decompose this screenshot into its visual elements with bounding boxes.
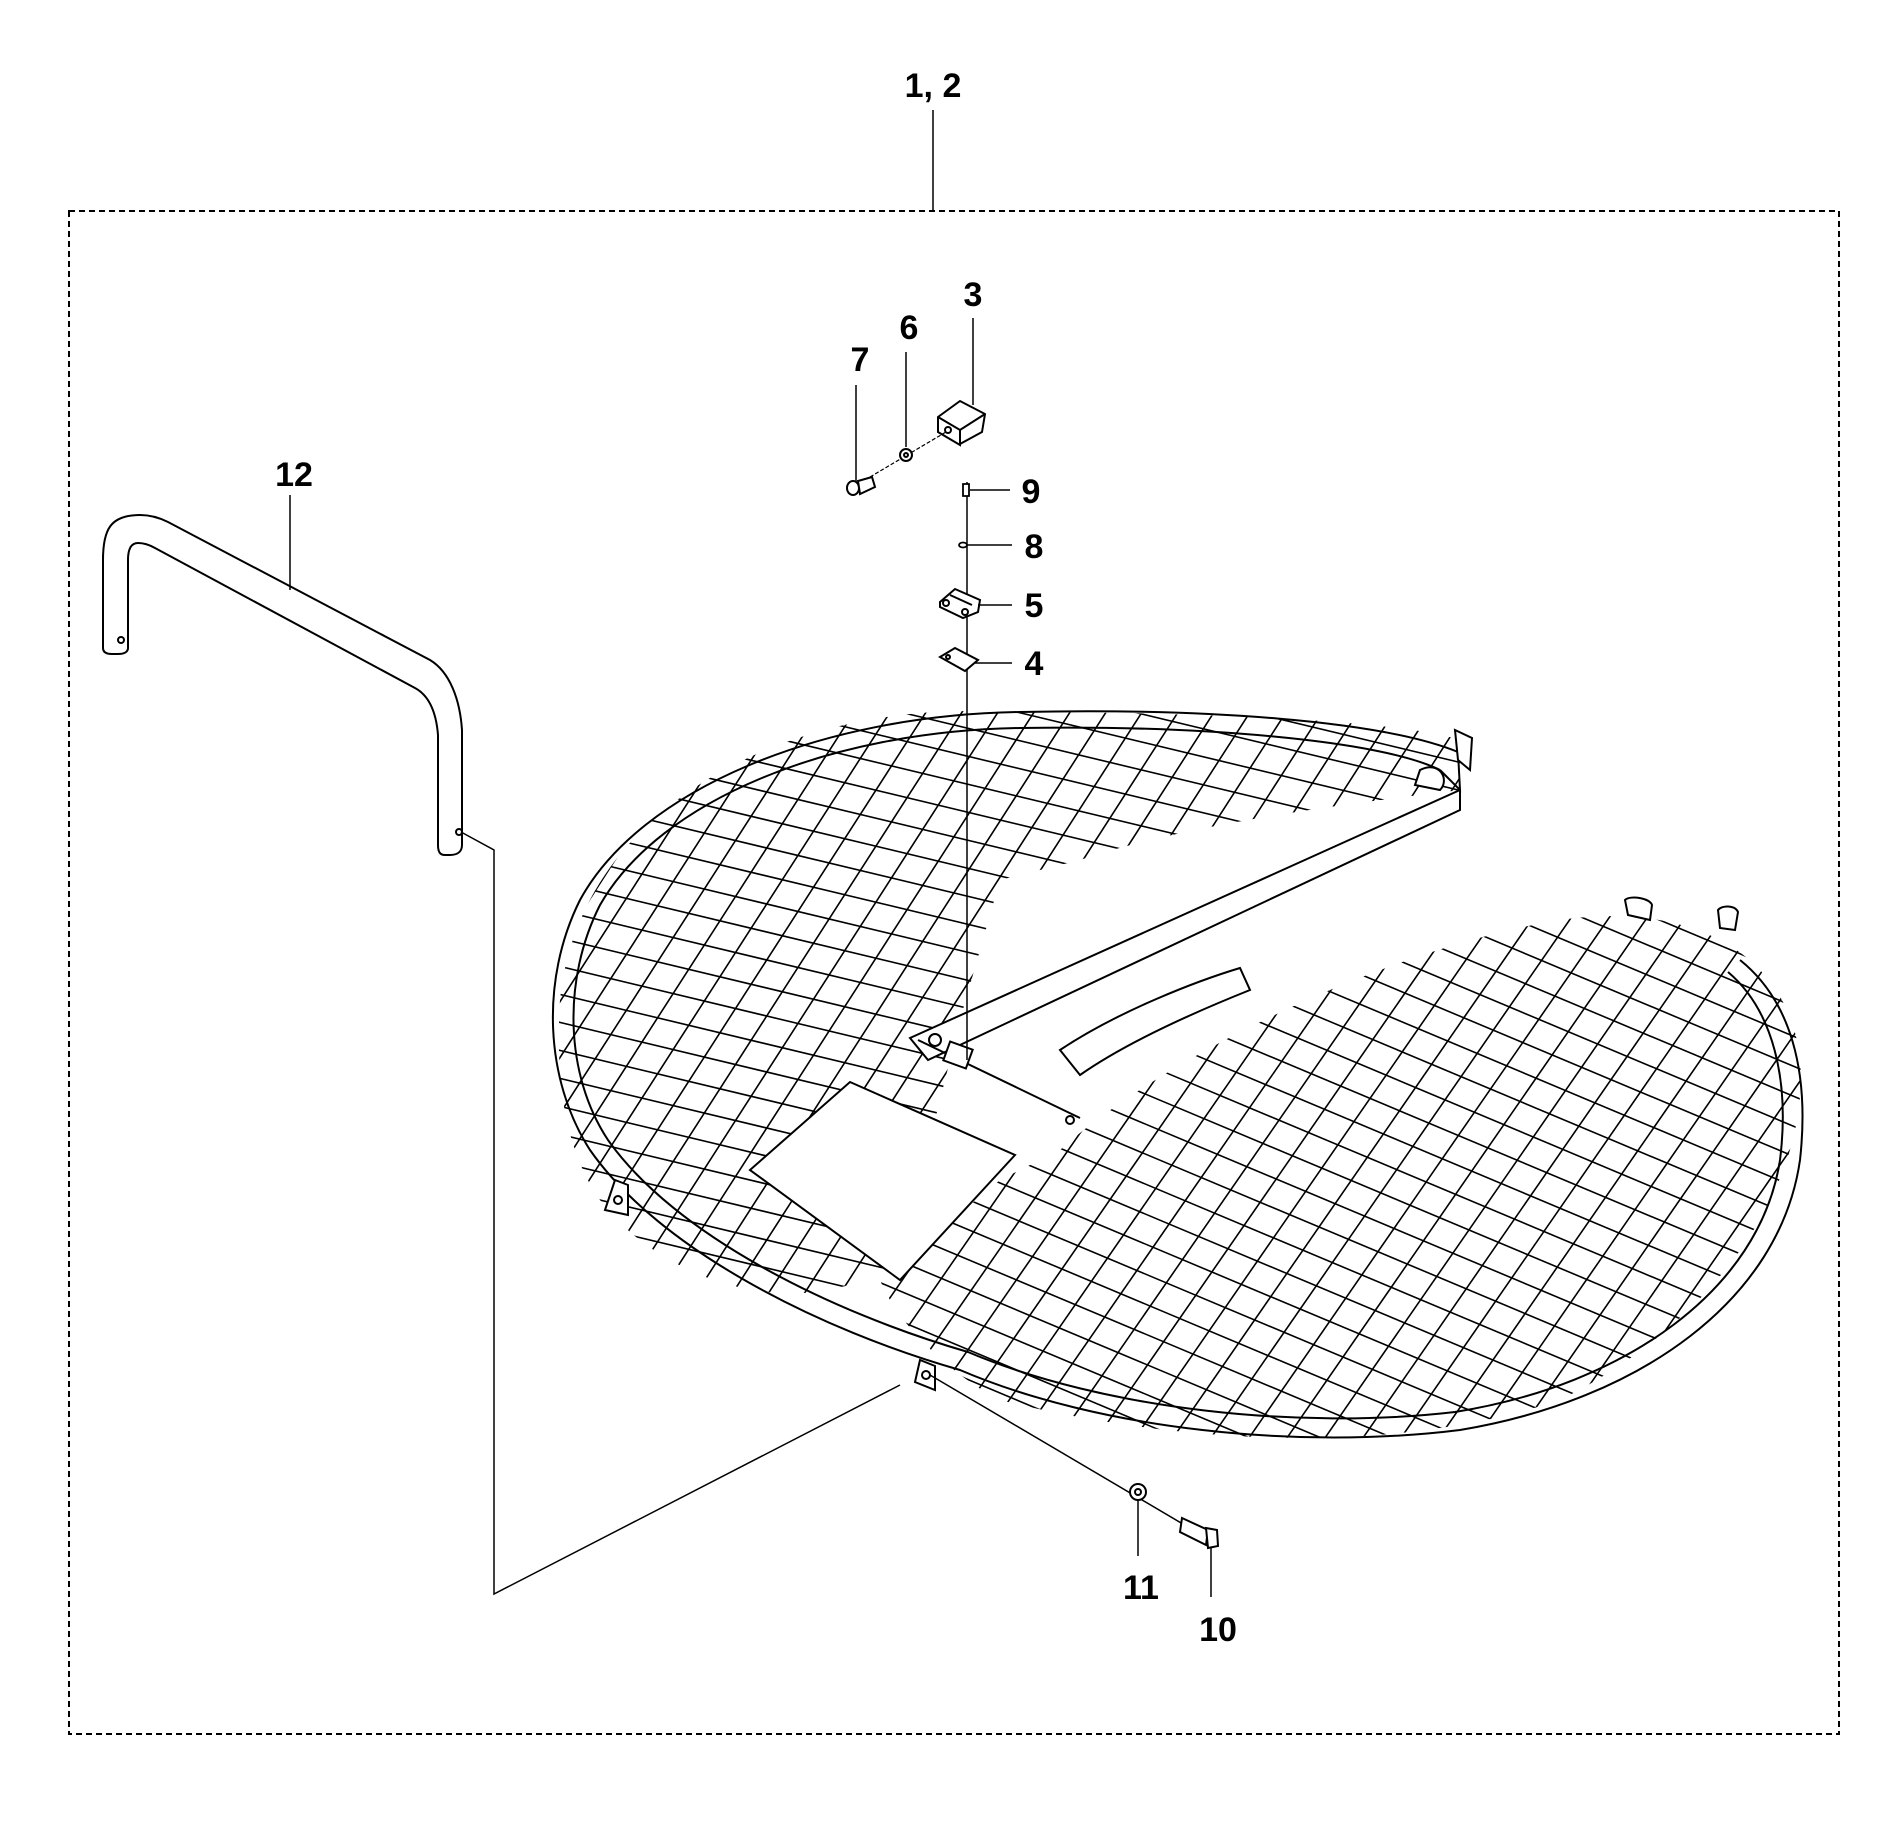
washer-part-11 [1129, 1483, 1147, 1501]
callout-label: 3 [963, 276, 983, 314]
callout-label: 5 [1024, 587, 1044, 625]
callout-label: 1, 2 [904, 67, 962, 105]
bolt-part-10 [1178, 1516, 1220, 1550]
callout-label: 10 [1199, 1611, 1237, 1649]
group-box [68, 210, 1840, 1735]
clip-part-9 [962, 483, 970, 497]
handle-part [102, 513, 463, 856]
callout-label: 6 [899, 309, 919, 347]
bracket-part-3 [937, 399, 987, 447]
assembly-line-handle [460, 831, 901, 1596]
callout-label: 9 [1021, 473, 1041, 511]
callout-label: 4 [1024, 645, 1044, 683]
callout-label: 11 [1123, 1569, 1159, 1607]
washer-part-6 [899, 448, 913, 462]
guard-frame-bar [748, 788, 1461, 1282]
hinge-part-5 [939, 587, 982, 620]
plate-part-4 [938, 646, 980, 673]
screw-part-7 [846, 475, 877, 496]
guard-left-mesh [558, 711, 1460, 1294]
guard-brackets [603, 728, 1740, 1392]
callout-label: 8 [1024, 528, 1044, 566]
assembly-line-bolt [929, 1374, 1211, 1541]
pin-part-8 [958, 541, 968, 549]
callout-label: 12 [275, 456, 313, 494]
callout-label: 7 [850, 341, 870, 379]
